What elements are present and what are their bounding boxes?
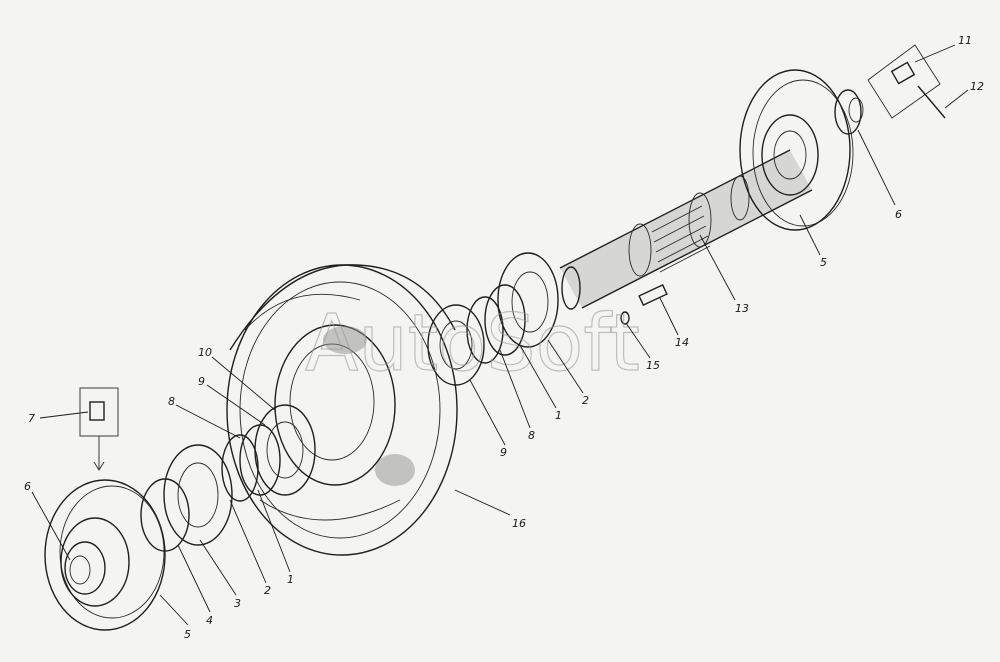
- callout-8-right: 8: [528, 429, 535, 442]
- callout-7: 7: [28, 412, 35, 425]
- callout-6-right: 6: [895, 208, 902, 221]
- shaft: [559, 149, 813, 310]
- left-flange: [44, 479, 166, 631]
- grease-nipple-left: [79, 387, 119, 471]
- grease-nipple-right: [867, 44, 941, 119]
- callout-10: 10: [198, 346, 212, 359]
- callout-15: 15: [646, 359, 660, 372]
- callout-13: 13: [735, 302, 749, 315]
- callout-8-left: 8: [168, 395, 175, 408]
- pin-right: [917, 85, 946, 119]
- callout-14: 14: [675, 336, 689, 349]
- leader-lines: [31, 44, 969, 626]
- washer: [620, 311, 630, 325]
- callout-3: 3: [234, 597, 241, 610]
- callout-2-right: 2: [582, 394, 589, 407]
- callout-11: 11: [958, 34, 972, 47]
- stud: [638, 284, 668, 306]
- callout-1-right: 1: [555, 409, 562, 422]
- callout-6-left: 6: [24, 480, 31, 493]
- callout-9-right: 9: [500, 446, 507, 459]
- callout-12: 12: [970, 80, 984, 93]
- callout-16: 16: [512, 517, 526, 530]
- watermark: AutoSoft: [305, 299, 640, 389]
- large-wheel: [226, 264, 458, 556]
- right-flange: [739, 69, 854, 231]
- callout-9-left: 9: [198, 375, 205, 388]
- callout-1-left: 1: [287, 573, 294, 586]
- callout-4: 4: [206, 614, 213, 627]
- callout-2-left: 2: [264, 584, 271, 597]
- callout-5-left: 5: [184, 628, 191, 641]
- callout-5-right: 5: [820, 256, 827, 269]
- right-hub-cap: [834, 89, 864, 135]
